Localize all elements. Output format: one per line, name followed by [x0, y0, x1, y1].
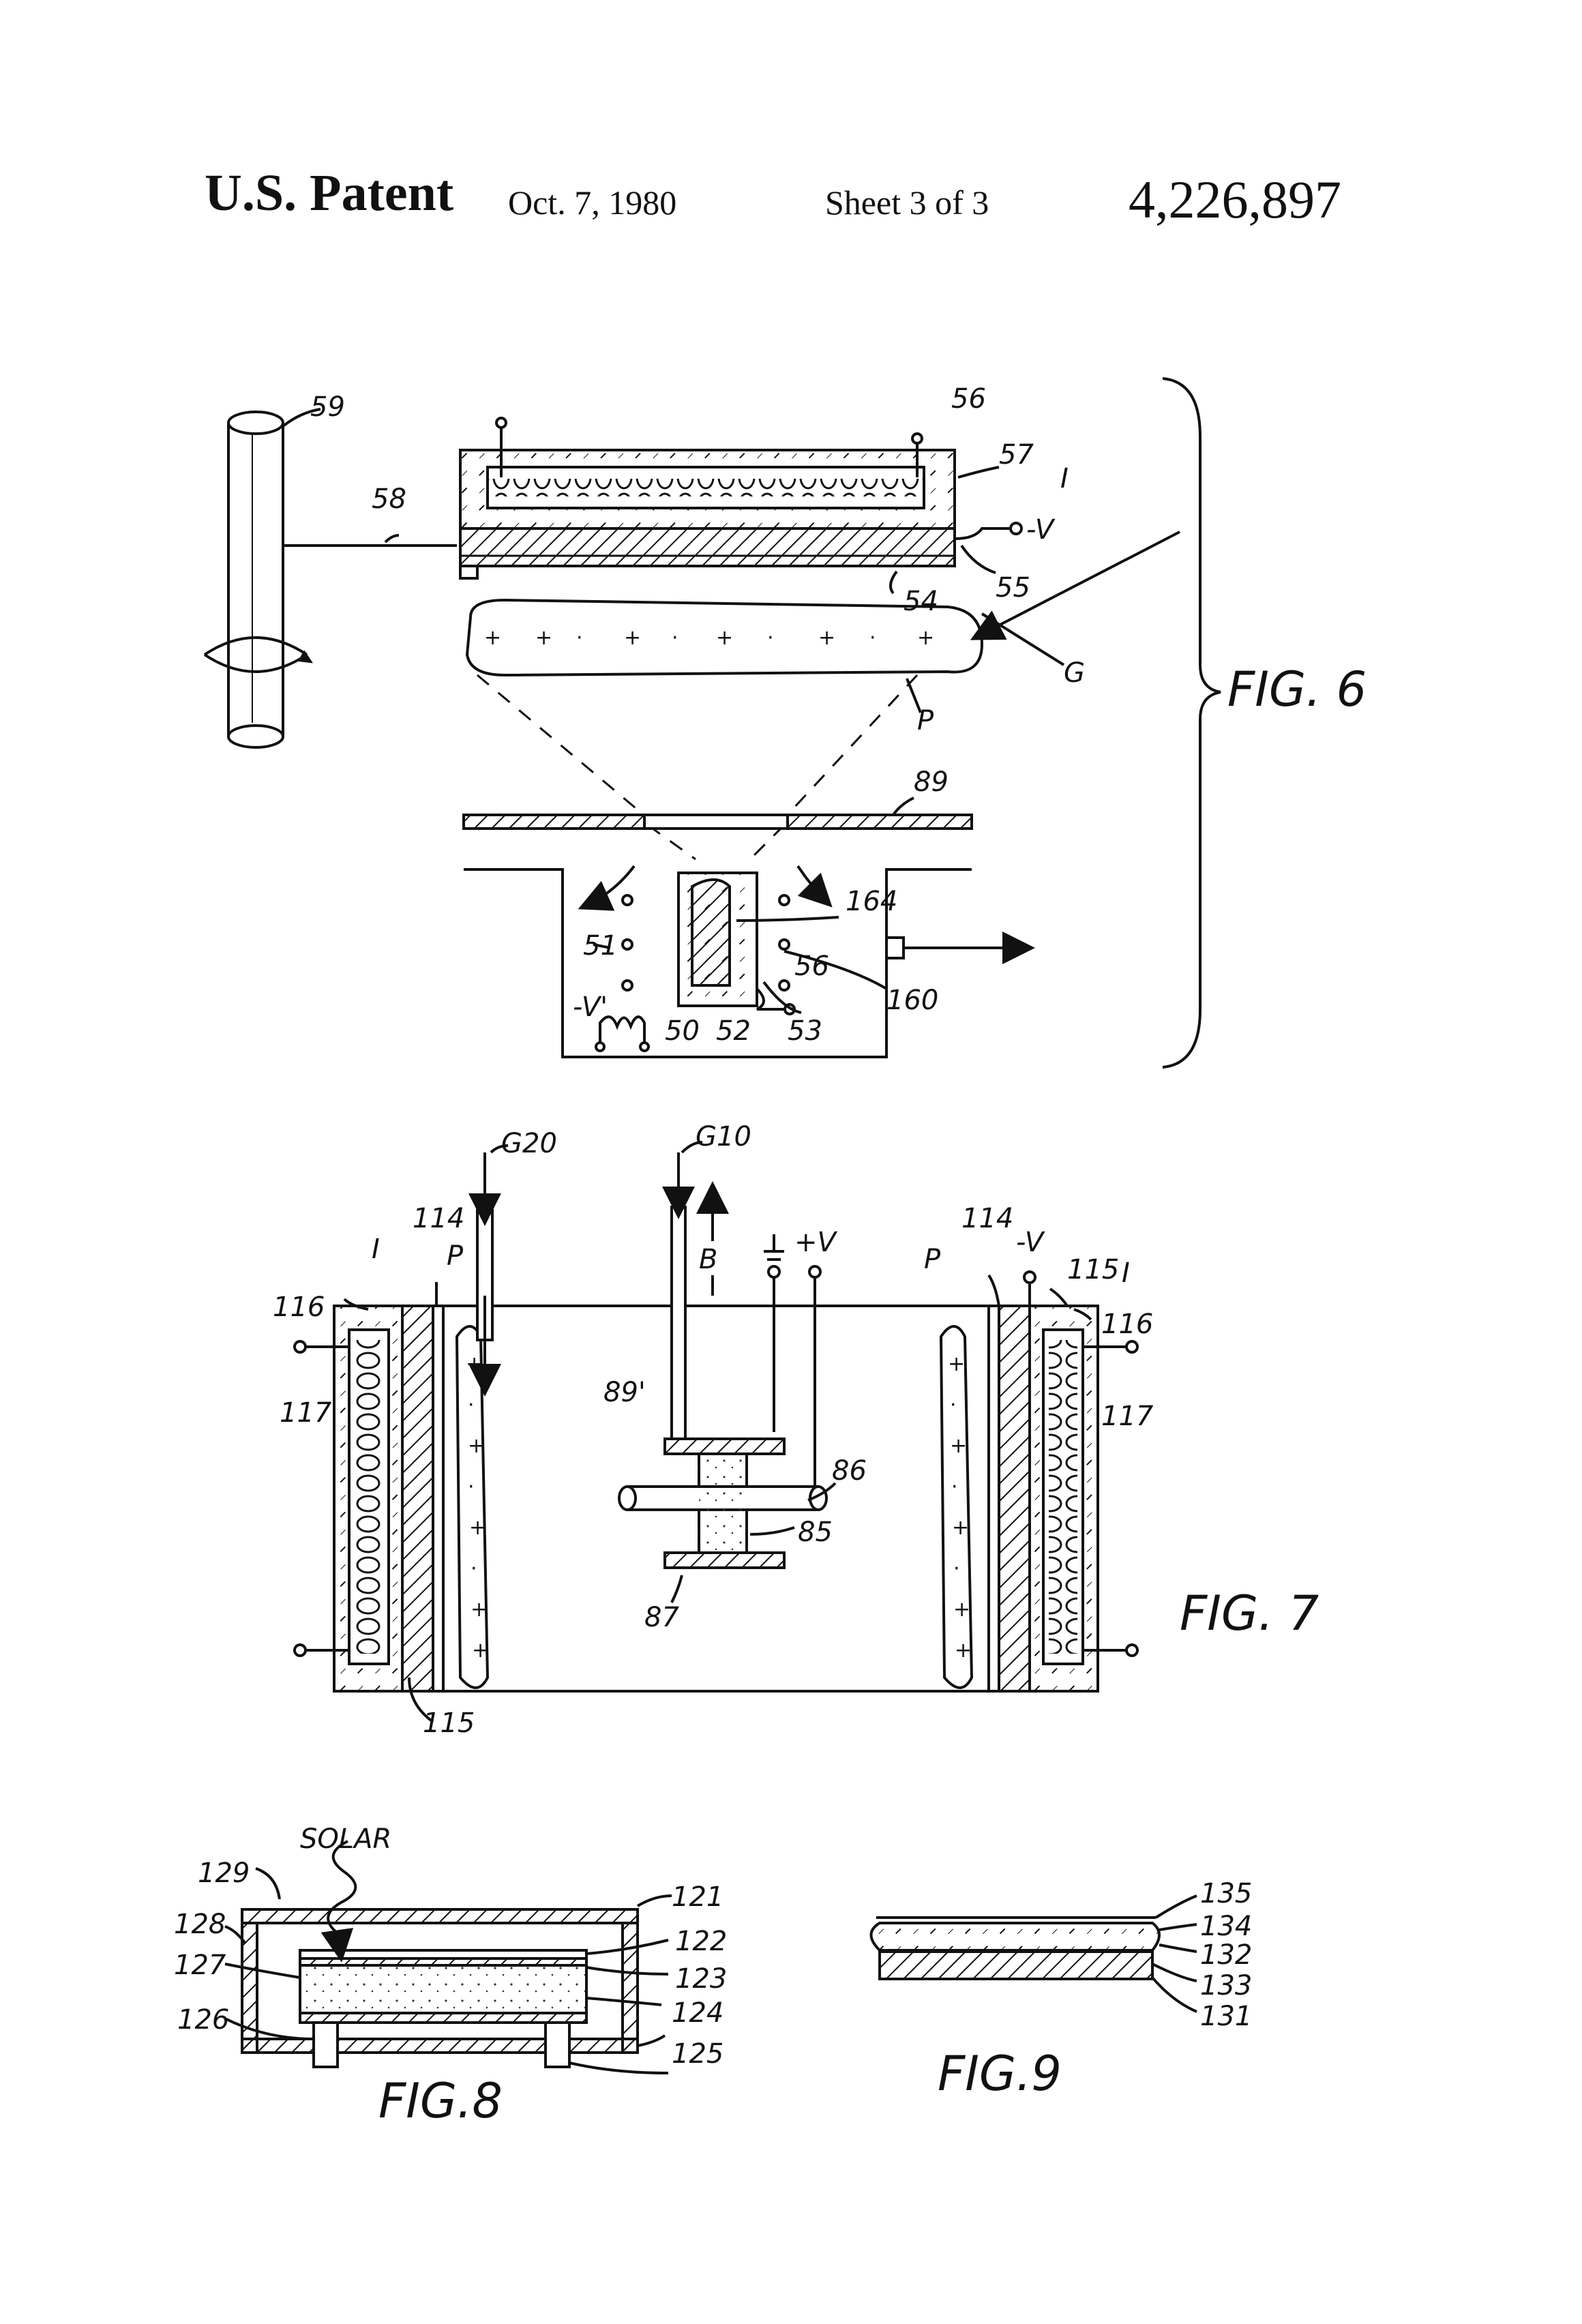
- fig7-label: -V: [1016, 1227, 1045, 1258]
- fig7-label: P: [924, 1244, 941, 1275]
- svg-text:·: ·: [471, 1557, 477, 1581]
- fig6-label: 53: [788, 1015, 822, 1047]
- fig9-title: FIG.9: [938, 2046, 1062, 2102]
- fig9-label: 131: [1200, 2001, 1252, 2032]
- fig7-label: 116: [273, 1292, 325, 1323]
- fig7-label: 117: [280, 1397, 332, 1429]
- fig9-label: 134: [1200, 1911, 1252, 1942]
- fig7-label: G20: [501, 1128, 557, 1159]
- fig8-label: 121: [672, 1881, 723, 1913]
- fig6-label: 164: [846, 886, 897, 917]
- fig8-title: FIG.8: [378, 2073, 503, 2129]
- fig7-label: P: [447, 1240, 464, 1272]
- fig7-label: 114: [413, 1203, 464, 1234]
- fig6-label: -V': [573, 992, 608, 1023]
- svg-text:·: ·: [953, 1557, 960, 1581]
- svg-text:+: +: [471, 1598, 488, 1622]
- fig6-label: 56: [951, 383, 986, 415]
- fig7-label: 89': [603, 1377, 646, 1408]
- svg-text:+: +: [917, 626, 934, 650]
- fig8-label: 129: [198, 1858, 250, 1889]
- svg-text:·: ·: [468, 1393, 475, 1417]
- fig7-label: 117: [1101, 1401, 1154, 1432]
- svg-text:+: +: [818, 626, 835, 650]
- fig8-label: 127: [174, 1950, 226, 1981]
- fig8-label: SOLAR: [300, 1823, 391, 1855]
- fig8-label: 125: [672, 2038, 723, 2070]
- svg-text:+: +: [955, 1639, 972, 1663]
- fig7-label: G10: [696, 1121, 751, 1152]
- fig7-label: 85: [798, 1517, 833, 1548]
- fig6-label: 51: [583, 930, 618, 962]
- fig6-label: G: [1064, 657, 1085, 689]
- fig7-label: 87: [644, 1602, 679, 1633]
- svg-text:+: +: [953, 1598, 970, 1622]
- fig6-label: 57: [999, 439, 1034, 471]
- fig8-label: 122: [675, 1926, 727, 1957]
- fig9-label: 132: [1200, 1939, 1252, 1971]
- fig6-label: 56: [794, 951, 829, 982]
- svg-text:+: +: [468, 1434, 485, 1458]
- svg-text:+: +: [469, 1516, 486, 1540]
- fig6-label: 58: [372, 483, 406, 515]
- fig6-label: -V: [1026, 514, 1056, 546]
- fig7-label: B: [699, 1244, 717, 1275]
- fig6-title: FIG. 6: [1227, 661, 1367, 717]
- fig8-label: 123: [675, 1963, 727, 1995]
- svg-text:+: +: [466, 1352, 483, 1376]
- svg-text:·: ·: [950, 1393, 957, 1417]
- svg-text:+: +: [950, 1434, 967, 1458]
- rotating-shaft: [205, 412, 310, 747]
- fig8-label: 128: [174, 1909, 226, 1940]
- fig9: [871, 1896, 1197, 2012]
- fig7-label: I: [372, 1234, 380, 1265]
- fig7-label: 115: [1067, 1254, 1119, 1285]
- fig6-label: 54: [904, 586, 938, 617]
- svg-text:+: +: [624, 626, 641, 650]
- svg-text:+: +: [716, 626, 733, 650]
- svg-text:+: +: [484, 626, 501, 650]
- fig9-labels: 135 134 132 133 131 FIG.9: [938, 1878, 1252, 2102]
- svg-text:+: +: [535, 626, 552, 650]
- fig6-label: I: [1060, 463, 1069, 494]
- fig8-label: 124: [672, 1997, 723, 2029]
- svg-text:·: ·: [672, 626, 678, 650]
- fig7-label: 86: [832, 1455, 867, 1487]
- fig9-label: 135: [1200, 1878, 1252, 1909]
- fig7-title: FIG. 7: [1180, 1585, 1319, 1641]
- fig6-label: 55: [996, 572, 1030, 604]
- svg-text:+: +: [952, 1516, 969, 1540]
- fig6-label: 160: [886, 985, 938, 1016]
- svg-text:·: ·: [869, 626, 876, 650]
- svg-text:+: +: [472, 1639, 489, 1663]
- fig6-label: P: [917, 705, 934, 736]
- fig7-label: +V: [794, 1227, 838, 1258]
- fig7-label: I: [1122, 1257, 1130, 1289]
- fig8: [225, 1841, 672, 2073]
- fig6-label: 50: [665, 1015, 700, 1047]
- svg-text:·: ·: [767, 626, 774, 650]
- fig8-label: 126: [177, 2004, 229, 2036]
- fig6-label: 52: [716, 1015, 751, 1047]
- svg-text:·: ·: [951, 1475, 958, 1499]
- fig7-label: 116: [1101, 1309, 1153, 1340]
- fig9-label: 133: [1200, 1970, 1252, 2001]
- svg-text:·: ·: [468, 1475, 475, 1499]
- fig7-label: 114: [961, 1203, 1013, 1234]
- fig7-label: 115: [423, 1708, 475, 1739]
- svg-text:·: ·: [576, 626, 583, 650]
- svg-text:+: +: [948, 1352, 965, 1376]
- fig6-label: 59: [310, 391, 345, 423]
- fig6-label: 89: [914, 766, 949, 798]
